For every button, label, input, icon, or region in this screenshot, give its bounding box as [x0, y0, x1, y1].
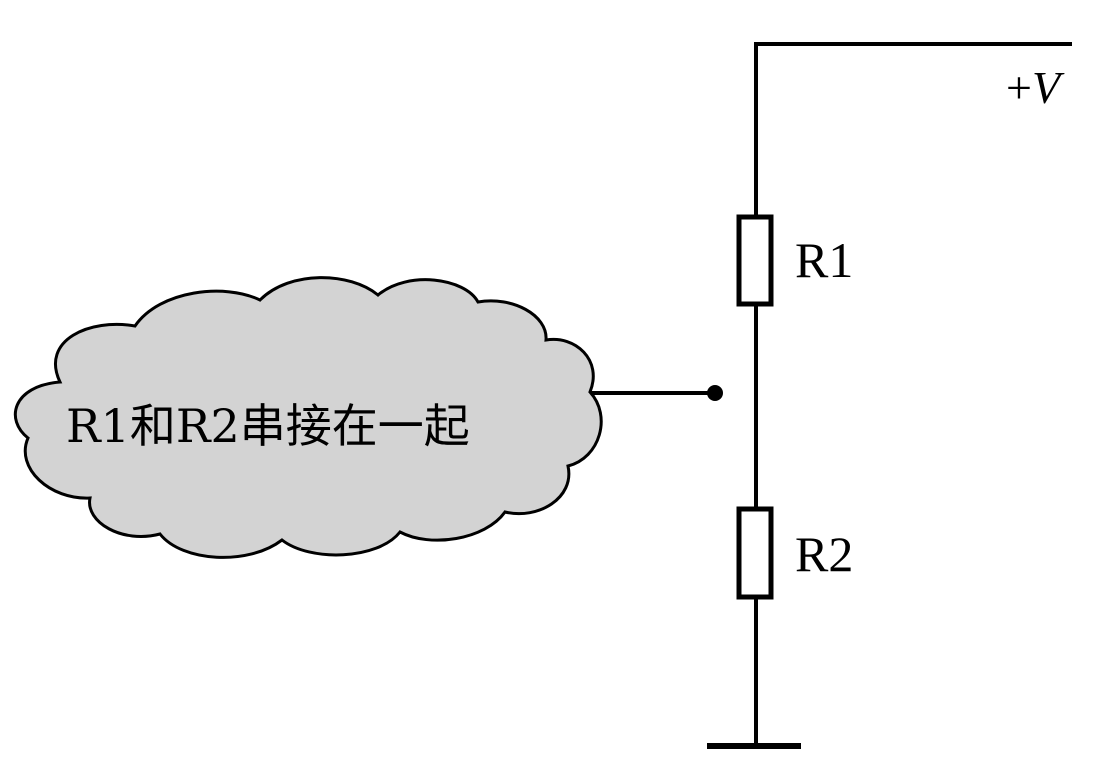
callout-text: R1和R2串接在一起	[66, 399, 470, 453]
resistor-r1	[736, 214, 774, 307]
callout-cloud	[13, 276, 603, 559]
resistor-r2	[736, 506, 774, 600]
resistor-r1-label: R1	[795, 232, 853, 288]
supply-voltage-label: +V	[1006, 62, 1065, 113]
resistor-r2-label: R2	[795, 526, 853, 582]
supply-rail	[754, 42, 1072, 218]
